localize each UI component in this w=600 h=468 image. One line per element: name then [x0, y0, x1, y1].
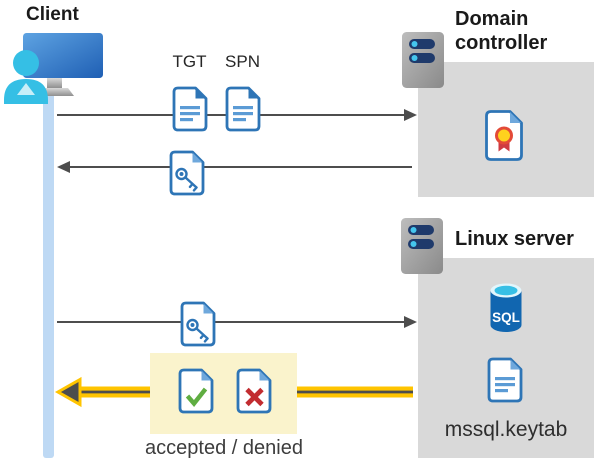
linux-server-label: Linux server	[455, 228, 574, 250]
monitor-screen	[23, 33, 103, 78]
domain-controller-server-icon	[402, 32, 444, 88]
client-lifeline	[43, 92, 54, 458]
spn-label: SPN	[225, 52, 260, 71]
result-label: accepted / denied	[145, 437, 303, 459]
key-ticket-document-icon-2	[180, 301, 216, 347]
arrow-dc-to-client	[57, 161, 412, 173]
arrow-client-to-linux	[57, 316, 417, 328]
tgt-document-icon	[172, 86, 208, 132]
linux-server-icon	[401, 218, 443, 274]
keytab-file-label: mssql.keytab	[444, 418, 568, 441]
certificate-icon	[485, 110, 523, 161]
result-highlight-box	[150, 353, 297, 434]
monitor-stand-neck	[47, 78, 62, 88]
tgt-label: TGT	[172, 52, 207, 71]
keytab-document-icon	[487, 357, 523, 403]
cross-document-icon	[236, 368, 272, 414]
check-document-icon	[178, 368, 214, 414]
cross-glyph	[245, 387, 264, 407]
spn-document-icon	[225, 86, 261, 132]
person-icon	[4, 50, 48, 104]
client-label: Client	[26, 4, 79, 25]
sql-database-icon: SQL	[490, 283, 522, 332]
domain-controller-label: Domain controller	[455, 8, 548, 54]
key-ticket-document-icon	[169, 150, 205, 196]
check-glyph	[185, 387, 208, 407]
key-glyph	[175, 167, 198, 192]
sql-badge-label: SQL	[492, 310, 520, 325]
rosette-seal	[495, 126, 513, 152]
key-glyph	[186, 318, 209, 343]
client-computer-icon	[4, 33, 103, 104]
